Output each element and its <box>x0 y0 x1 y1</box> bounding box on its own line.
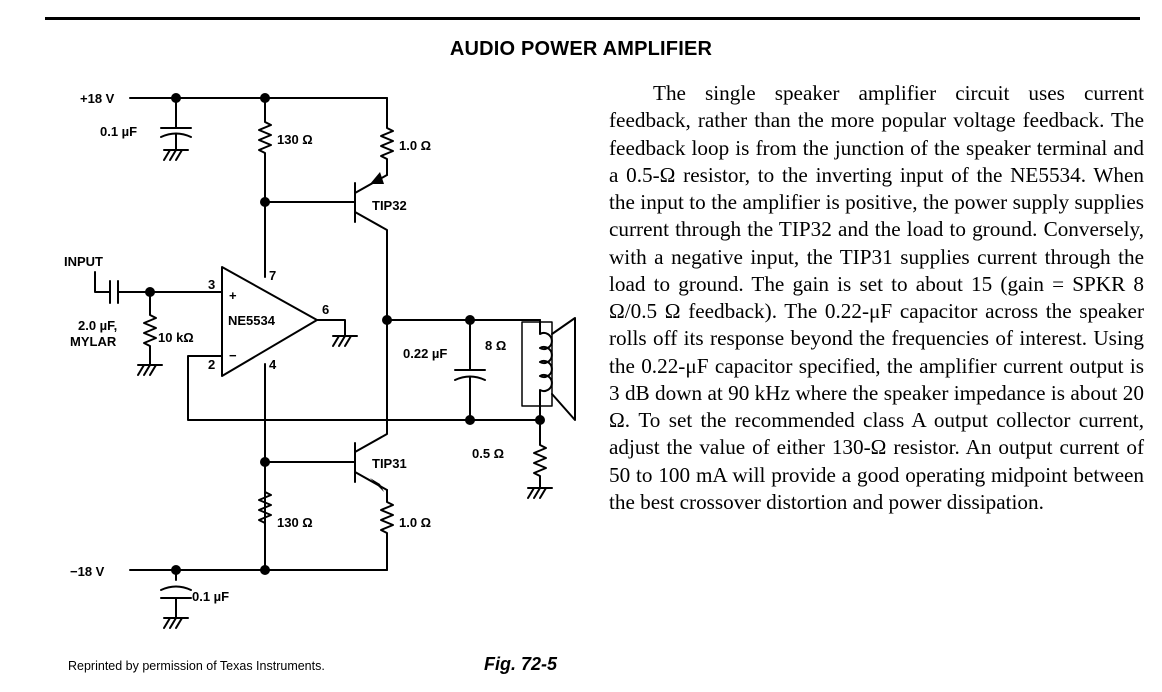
label-cap-input: 2.0 µF, <box>78 318 117 333</box>
transistor-tip31-collector <box>354 319 388 453</box>
feedback-line <box>187 355 541 421</box>
label-r130-bottom: 130 Ω <box>277 515 313 530</box>
emitter-arrow-tip32 <box>370 172 384 184</box>
label-r1-bottom: 1.0 Ω <box>399 515 431 530</box>
speaker-coil <box>539 319 553 421</box>
label-plus: + <box>229 288 237 303</box>
label-pin3: 3 <box>208 277 215 292</box>
resistor-1ohm-top <box>380 97 394 176</box>
label-tip32: TIP32 <box>372 198 407 213</box>
resistor-10k <box>143 291 157 366</box>
amplifier-schematic: +18 V 0.1 µF 130 Ω 1.0 Ω TIP32 INPUT 3 +… <box>64 91 576 629</box>
label-positive-supply: +18 V <box>80 91 115 106</box>
credit-line: Reprinted by permission of Texas Instrum… <box>68 659 325 673</box>
resistor-130-top <box>258 97 272 203</box>
label-minus: − <box>229 348 237 363</box>
label-pin6: 6 <box>322 302 329 317</box>
label-speaker: 8 Ω <box>485 338 506 353</box>
input-capacitor <box>94 271 223 304</box>
label-input: INPUT <box>64 254 103 269</box>
resistor-0-5 <box>533 419 547 489</box>
figure-label: Fig. 72-5 <box>484 654 558 674</box>
label-r10k: 10 kΩ <box>158 330 194 345</box>
label-r1-top: 1.0 Ω <box>399 138 431 153</box>
transistor-tip32-collector <box>354 211 388 319</box>
transistor-tip31-emitter <box>354 471 388 491</box>
section-title: AUDIO POWER AMPLIFIER <box>449 38 713 60</box>
top-rule <box>45 17 1140 20</box>
ground-icon <box>137 364 163 376</box>
resistor-130-bottom <box>258 491 272 524</box>
label-opamp: NE5534 <box>228 313 276 328</box>
label-r130-top: 130 Ω <box>277 132 313 147</box>
ground-icon <box>163 149 189 161</box>
output-capacitor <box>454 319 486 421</box>
bypass-capacitor-bottom <box>160 569 192 619</box>
label-pin4: 4 <box>269 357 277 372</box>
emitter-arrow-tip31 <box>370 478 384 492</box>
opamp-ne5534 <box>221 266 318 377</box>
ground-icon <box>163 617 189 629</box>
label-pin7: 7 <box>269 268 276 283</box>
label-mylar: MYLAR <box>70 334 117 349</box>
speaker-body <box>521 321 553 407</box>
description-paragraph: The single speaker amplifier circuit use… <box>609 81 1144 514</box>
bypass-capacitor-top <box>160 97 192 151</box>
label-negative-supply: −18 V <box>70 564 105 579</box>
resistor-1ohm-bottom <box>380 489 394 571</box>
label-tip31: TIP31 <box>372 456 407 471</box>
label-cap-bottom: 0.1 µF <box>192 589 229 604</box>
label-cap-top: 0.1 µF <box>100 124 137 139</box>
label-r05: 0.5 Ω <box>472 446 504 461</box>
label-pin2: 2 <box>208 357 215 372</box>
ground-icon <box>527 487 553 499</box>
speaker-cone <box>551 317 576 421</box>
label-cap-out: 0.22 µF <box>403 346 447 361</box>
ground-icon <box>332 335 358 347</box>
